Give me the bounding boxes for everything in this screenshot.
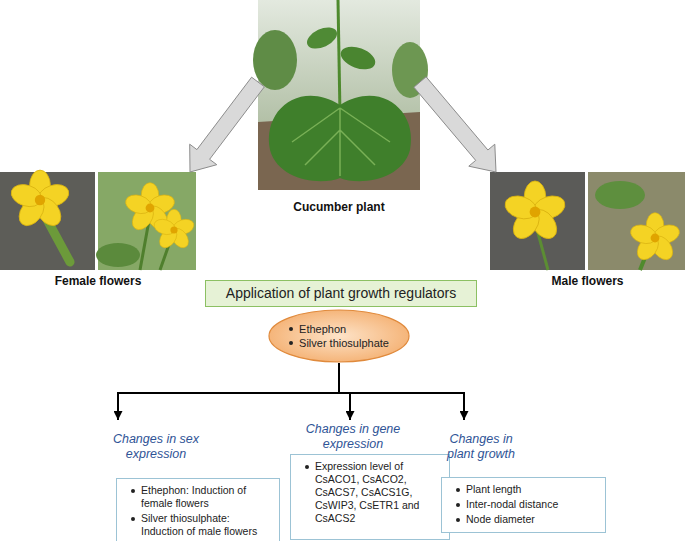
bullet-text: Expression level of CsACO1, CsACO2, CsAC… <box>315 460 441 525</box>
illustration-part <box>490 172 585 270</box>
result-box: Plant lengthInter-nodal distanceNode dia… <box>441 477 606 533</box>
cucumber-plant-photo <box>253 0 428 190</box>
bullet-text: Node diameter <box>466 513 535 526</box>
bullet-text: Plant length <box>466 483 521 496</box>
panel-heading: Changes in gene expression <box>294 422 412 452</box>
heading-text: Changes in plant growth <box>447 432 515 461</box>
bullet-text: Silver thiosulphate <box>299 336 389 350</box>
panel-heading: Changes in plant growth <box>440 432 522 462</box>
bullet-item: Plant length <box>456 483 597 496</box>
flow-connector <box>118 363 339 420</box>
illustration-part <box>304 23 341 53</box>
bullet-dot <box>131 489 135 493</box>
illustration-part <box>502 181 568 244</box>
bullet-text: Ethephon <box>299 322 346 336</box>
ellipse-body: EthephonSilver thiosulphate <box>268 309 410 363</box>
illustration-part <box>258 0 420 190</box>
bullet-text: Ethephon: Induction of female flowers <box>141 484 271 510</box>
illustration-part <box>588 172 685 270</box>
illustration-part <box>96 243 140 267</box>
illustration-part <box>269 96 411 181</box>
photo-caption: Cucumber plant <box>258 200 420 214</box>
result-box: Ethephon: Induction of female flowersSil… <box>116 478 280 541</box>
flow-connector <box>339 363 350 420</box>
bullet-dot <box>289 327 293 331</box>
female-flower-photos <box>0 170 196 270</box>
panel-heading: Changes in sex expression <box>110 432 202 462</box>
illustration-part <box>292 108 390 176</box>
bullet-item: Expression level of CsACO1, CsACO2, CsAC… <box>305 460 441 525</box>
bullet-item: Node diameter <box>456 513 597 526</box>
result-panel: Changes in sex expressionEthephon: Induc… <box>108 420 288 541</box>
illustration-part <box>628 213 682 264</box>
bullet-dot <box>456 503 460 507</box>
bullet-item: Ethephon <box>289 322 389 336</box>
result-box: Expression level of CsACO1, CsACO2, CsAC… <box>290 454 450 540</box>
bullet-item: Silver thiosulphate: Induction of male f… <box>131 512 271 538</box>
bullet-dot <box>289 341 293 345</box>
bullet-item: Silver thiosulphate <box>289 336 389 350</box>
bullet-dot <box>456 518 460 522</box>
bullet-dot <box>131 517 135 521</box>
heading-text: Changes in gene expression <box>306 422 401 451</box>
result-panel: Changes in gene expressionExpression lev… <box>288 420 453 541</box>
illustration-part <box>392 42 428 98</box>
bullet-text: Inter-nodal distance <box>466 498 558 511</box>
illustration-part <box>152 209 196 251</box>
bullet-dot <box>456 488 460 492</box>
ellipse-outline <box>268 309 410 363</box>
block-arrow <box>414 77 496 172</box>
bullet-item: Inter-nodal distance <box>456 498 597 511</box>
bullet-item: Ethephon: Induction of female flowers <box>131 484 271 510</box>
male-flower-photos <box>490 172 685 270</box>
box-label: Application of plant growth regulators <box>226 285 456 301</box>
regulator-ellipse: EthephonSilver thiosulphate <box>268 309 410 363</box>
heading-text: Changes in sex expression <box>113 432 199 461</box>
bullet-list: EthephonSilver thiosulphate <box>289 322 389 350</box>
illustration-part <box>8 170 71 230</box>
photo-panel: Female flowers <box>0 172 196 288</box>
process-box: Application of plant growth regulators <box>205 280 477 307</box>
photo-panel: Cucumber plant <box>258 0 420 214</box>
bullet-text: Silver thiosulphate: Induction of male f… <box>141 512 271 538</box>
photo-caption: Female flowers <box>0 274 196 288</box>
illustration-part <box>595 181 645 209</box>
illustration-part <box>338 42 379 73</box>
photo-caption: Male flowers <box>490 274 685 288</box>
block-arrow <box>190 77 265 172</box>
illustration-part <box>253 30 297 90</box>
bullet-dot <box>305 465 309 469</box>
flow-connector <box>339 363 464 420</box>
ellipse-shape <box>269 310 409 362</box>
result-panel: Changes in plant growthPlant lengthInter… <box>440 420 610 520</box>
photo-panel: Male flowers <box>490 172 685 288</box>
